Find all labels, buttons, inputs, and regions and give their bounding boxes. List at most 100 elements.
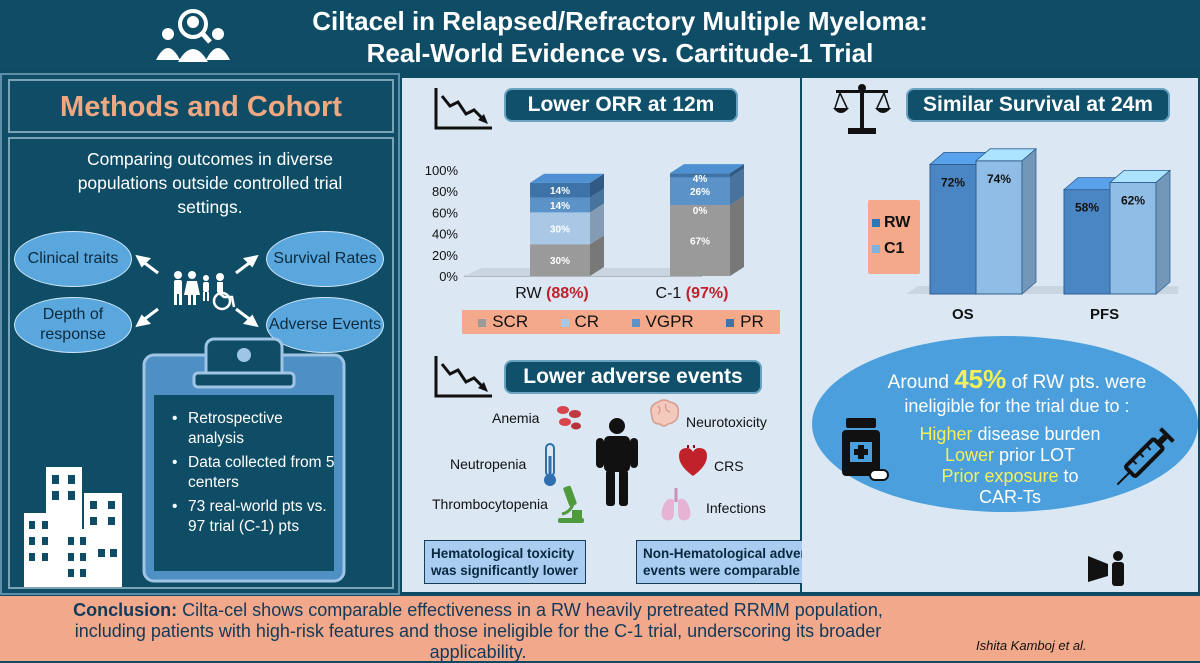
bar-segment-side (730, 164, 744, 178)
bar-segment-side (590, 188, 604, 213)
orr-stacked-bar-chart: 0%20%40%60%80%100%30%30%14%14%67%0%26%4%… (425, 163, 744, 302)
y-tick-label: 0% (439, 269, 458, 284)
bar-segment (530, 182, 590, 198)
bar-segment (670, 177, 730, 205)
bubble-survival-rates: Survival Rates (266, 231, 384, 287)
person-icon (596, 418, 638, 506)
ineligible-headline: Around 45% of RW pts. were (887, 364, 1147, 394)
methods-title: Methods and Cohort (60, 91, 342, 123)
data-label: 72% (941, 175, 965, 189)
conclusion-text: Conclusion: Cilta-cel shows comparable e… (73, 600, 883, 662)
bar-segment (670, 173, 730, 178)
ineligible-percent: 45% (954, 364, 1007, 394)
bar-segment (670, 204, 730, 276)
category-label: C-1 (97%) (656, 285, 729, 302)
bar-segment-side (590, 203, 604, 245)
methods-list: Retrospective analysis Data collected fr… (170, 409, 340, 541)
adverse-events-title: Lower adverse events (504, 360, 762, 394)
data-label: 74% (987, 172, 1011, 186)
label-neutropenia: Neutropenia (450, 456, 527, 472)
legend-item-vgpr: VGPR (631, 312, 694, 332)
bar-side (1155, 169, 1171, 295)
data-label: 0% (693, 206, 708, 217)
user-search-icon (156, 9, 230, 62)
category-pfs: PFS (1090, 306, 1120, 323)
bar (929, 163, 977, 295)
header: Ciltacel in Relapsed/Refractory Multiple… (0, 0, 1200, 70)
hematological-note: Hematological toxicity was significantly… (424, 540, 586, 584)
methods-title-box: Methods and Cohort (8, 79, 394, 133)
survival-panel: Similar Survival at 24m 72% 74% 58% 62% RW … (802, 78, 1198, 592)
bar-segment (530, 244, 590, 276)
bar-top (530, 173, 604, 183)
bar-segment-side (590, 235, 604, 276)
y-tick-label: 80% (432, 184, 458, 199)
data-label: 58% (1075, 201, 1099, 215)
microscope-icon (558, 485, 584, 523)
title-line-2: Real-World Evidence vs. Cartitude-1 Tria… (366, 38, 874, 68)
ineligible-reasons: Higher disease burden Lower prior LOT Pr… (919, 424, 1101, 507)
category-label: RW (88%) (515, 285, 589, 302)
survival-legend: RW C1 (868, 200, 920, 274)
balance-scale-icon (833, 84, 891, 134)
y-tick-label: 100% (425, 163, 459, 178)
lungs-icon (661, 488, 691, 521)
y-tick-label: 40% (432, 227, 458, 242)
legend-item-scr: SCR (478, 312, 528, 332)
bar-side (1021, 147, 1037, 295)
buildings-icon (24, 467, 122, 587)
orr-title: Lower ORR at 12m (504, 88, 738, 122)
survival-title: Similar Survival at 24m (906, 88, 1170, 122)
bar-segment (530, 197, 590, 213)
megaphone-icon (1088, 551, 1124, 586)
brain-icon (650, 399, 680, 427)
title-line-1: Ciltacel in Relapsed/Refractory Multiple… (312, 6, 928, 36)
ineligible-subline: ineligible for the trial due to : (904, 396, 1130, 416)
ineligible-bubble (812, 336, 1198, 512)
trend-down-icon (434, 88, 492, 130)
people-icon (135, 254, 259, 328)
data-label: 4% (693, 174, 708, 185)
y-tick-label: 60% (432, 205, 458, 220)
methods-list-item: 73 real-world pts vs. 97 trial (C-1) pts (170, 497, 340, 537)
survival-bar-chart: 72% 74% 58% 62% (906, 147, 1178, 295)
label-thrombocytopenia: Thrombocytopenia (432, 496, 548, 512)
heart-icon (679, 445, 707, 476)
bar (1109, 181, 1157, 295)
legend-item-pr: PR (726, 312, 764, 332)
bar-top (670, 164, 744, 174)
conclusion-banner: Conclusion: Cilta-cel shows comparable e… (0, 596, 1200, 662)
methods-list-item: Data collected from 5 centers (170, 453, 340, 493)
data-label: 14% (550, 201, 570, 212)
label-infections: Infections (706, 500, 766, 516)
trend-down-icon (434, 356, 492, 398)
data-label: 14% (550, 186, 570, 197)
bubble-depth-of-response: Depth of response (14, 297, 132, 353)
orr-legend: SCR CR VGPR PR (462, 310, 780, 334)
conclusion-label: Conclusion: (73, 600, 178, 620)
blood-cells-icon (557, 406, 581, 430)
syringe-icon (1116, 427, 1175, 486)
legend-item-c1: C1 (872, 240, 916, 258)
bar (975, 160, 1023, 295)
label-anemia: Anemia (492, 410, 540, 426)
label-neurotoxicity: Neurotoxicity (686, 414, 767, 430)
legend-item-cr: CR (560, 312, 599, 332)
methods-body: Comparing outcomes in diverse population… (8, 137, 394, 589)
methods-intro: Comparing outcomes in diverse population… (77, 149, 343, 217)
bar-segment-side (730, 168, 744, 205)
bar-segment (530, 212, 590, 245)
data-label: 30% (550, 256, 570, 267)
data-label: 62% (1121, 193, 1145, 207)
data-label: 67% (690, 236, 710, 247)
bar-segment-side (590, 173, 604, 198)
methods-panel: Methods and Cohort Comparing outcomes in… (0, 73, 400, 595)
data-label: 26% (690, 187, 710, 198)
bubble-clinical-traits: Clinical traits (14, 231, 132, 287)
label-crs: CRS (714, 458, 744, 474)
thermometer-icon (544, 443, 556, 486)
pill-bottle-icon (842, 418, 889, 481)
bubble-adverse-events: Adverse Events (266, 297, 384, 353)
orr-adverse-panel: Lower ORR at 12m 0%20%40%60%80%100%30%30… (402, 78, 836, 592)
non-hematological-note: Non-Hematological adverse events were co… (636, 540, 836, 584)
